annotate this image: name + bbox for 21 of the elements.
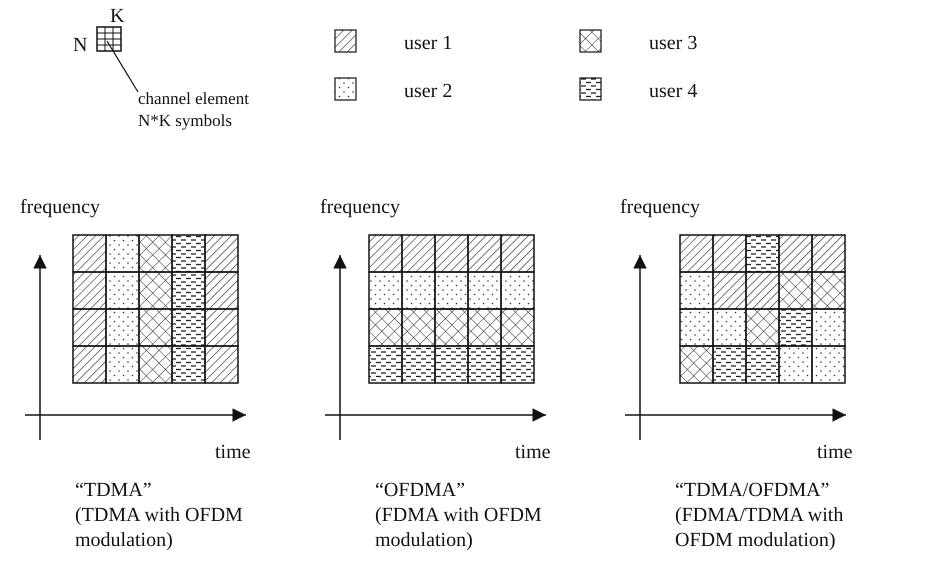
scheme-name: “TDMA” xyxy=(75,478,152,502)
axis-title: frequency xyxy=(20,195,100,219)
legend-label: user 3 xyxy=(649,31,698,55)
scheme-description: (FDMA with OFDM modulation) xyxy=(375,503,543,553)
axis-title: frequency xyxy=(320,195,400,219)
axis-title: time xyxy=(215,440,251,464)
legend-label: user 1 xyxy=(404,31,452,55)
scheme-description: (TDMA with OFDM modulation) xyxy=(75,503,244,553)
leader-line xyxy=(106,40,139,92)
axis-title: frequency xyxy=(620,195,700,219)
grid-icon xyxy=(96,26,122,52)
legend-label: user 4 xyxy=(649,79,698,103)
legend-label: user 2 xyxy=(404,79,452,103)
scheme-name: “TDMA/OFDMA” xyxy=(675,478,830,502)
axis-title: time xyxy=(515,440,551,464)
scheme-description: (FDMA/TDMA with OFDM modulation) xyxy=(675,503,844,553)
axis-letter: K xyxy=(110,4,124,28)
axis-title: time xyxy=(817,440,853,464)
scheme-name: “OFDMA” xyxy=(375,478,465,502)
annotation-text: channel element N*K symbols xyxy=(138,88,268,132)
axis-letter: N xyxy=(73,33,88,57)
